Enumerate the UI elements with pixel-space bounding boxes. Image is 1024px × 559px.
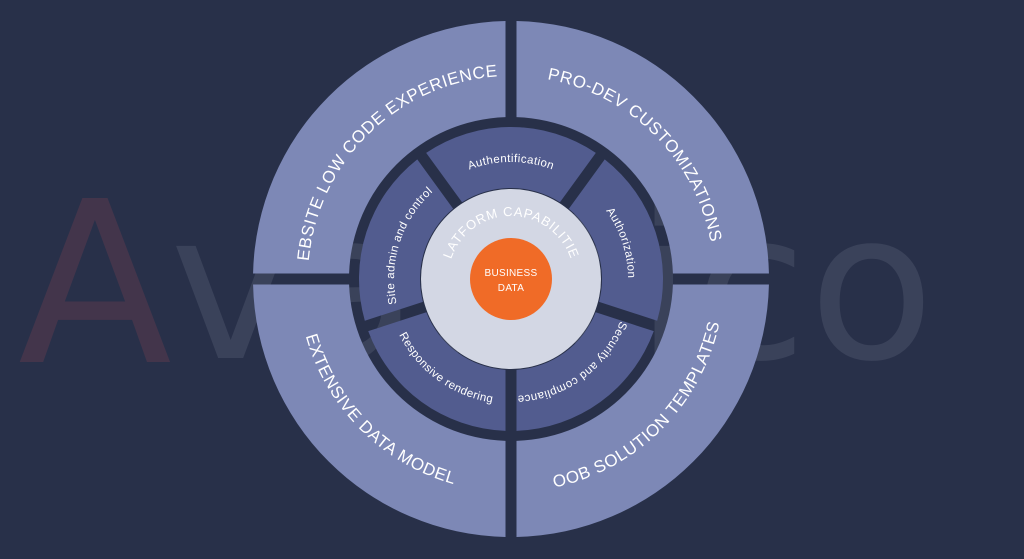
center-label-line1: BUSINESS <box>485 268 538 279</box>
center-label-line2: DATA <box>498 283 524 294</box>
business-data-center <box>470 238 552 320</box>
inner-segment-authentification <box>426 126 596 203</box>
middle-ring <box>358 126 664 431</box>
outer-segment-pro-dev <box>516 21 769 274</box>
watermark-letter-a: A <box>18 154 172 416</box>
inner-segment-security <box>516 312 654 431</box>
outer-segment-oob-templates <box>516 284 769 537</box>
outer-segment-data-model <box>253 284 506 537</box>
inner-segment-rendering <box>368 312 506 431</box>
inner-segment-site-admin <box>358 159 454 321</box>
outer-segment-website-low-code <box>253 21 506 274</box>
inner-segment-authorization <box>568 159 664 321</box>
outer-ring <box>253 21 769 537</box>
